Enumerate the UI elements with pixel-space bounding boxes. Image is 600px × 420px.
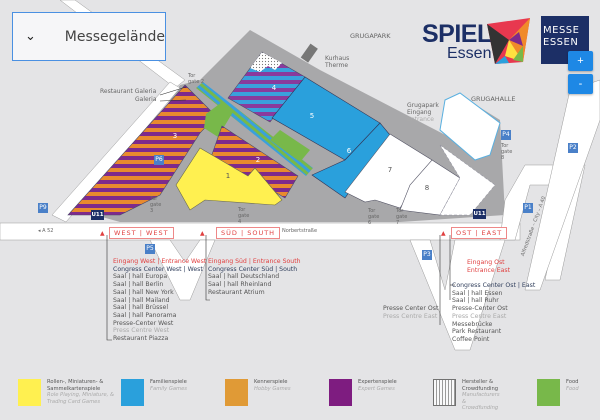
hall-8[interactable] xyxy=(399,159,461,216)
grugahalle-building[interactable] xyxy=(439,92,501,161)
road-east-v xyxy=(409,239,506,351)
food-area-2[interactable] xyxy=(270,130,310,162)
svg-text:▲: ▲ xyxy=(441,230,446,237)
u11-station-east[interactable]: U11 xyxy=(473,209,486,219)
svg-text:3: 3 xyxy=(173,132,177,140)
label-grugapark: GRUGAPARK xyxy=(350,32,391,40)
svg-text:4: 4 xyxy=(272,84,277,92)
svg-text:1: 1 xyxy=(226,172,230,180)
kurhaus-building xyxy=(300,43,318,63)
label-a52: ◂ A 52 xyxy=(38,228,54,234)
svg-text:▲: ▲ xyxy=(200,230,205,237)
chevron-down-icon: ⌄ xyxy=(25,29,36,44)
zoom-in-button[interactable]: + xyxy=(568,51,593,71)
road-south-v xyxy=(149,239,216,301)
zoom-out-button[interactable]: - xyxy=(568,74,593,94)
gate-6: Tor gate 6 xyxy=(368,208,380,226)
parking-p1[interactable]: P1 xyxy=(523,203,533,213)
entrance-markers: ▲ ▲ ▲ xyxy=(100,230,446,237)
legend-role-playing: Rollen-, Miniaturen- & Sammelkartenspiel… xyxy=(18,379,117,406)
gate-7: Tor gate 7 xyxy=(396,208,408,226)
gate-8: Tor gate 8 xyxy=(501,143,513,161)
u11-station-west[interactable]: U11 xyxy=(91,210,104,220)
spiel-essen-logo: SPIEL Essen xyxy=(422,20,492,62)
spiel-logo-icon xyxy=(487,18,530,64)
parking-p5[interactable]: P5 xyxy=(145,244,155,254)
leader-lines xyxy=(106,86,455,341)
svg-text:6: 6 xyxy=(347,147,352,155)
label-galeria: Galeria xyxy=(135,96,157,103)
svg-text:7: 7 xyxy=(388,166,392,174)
gate-4: Tor gate 4 xyxy=(238,207,250,225)
svg-text:5: 5 xyxy=(310,112,314,120)
entrance-south[interactable]: SÜD | SOUTH xyxy=(216,227,281,239)
parking-p2[interactable]: P2 xyxy=(568,143,578,153)
gate-3: Tor gate 3 xyxy=(150,196,162,214)
food-area[interactable] xyxy=(204,102,233,137)
entrance-east[interactable]: OST | EAST xyxy=(451,227,508,239)
crowdfunding-area[interactable] xyxy=(250,52,282,72)
label-restaurant-galeria: Restaurant Galeria xyxy=(100,88,157,95)
svg-text:▲: ▲ xyxy=(100,230,105,237)
area-dropdown[interactable]: ⌄ Messegelände xyxy=(12,12,166,61)
parking-p3[interactable]: P3 xyxy=(422,250,432,260)
road-west-access xyxy=(51,81,181,223)
parking-p4[interactable]: P4 xyxy=(501,130,511,140)
road-a40 xyxy=(524,79,600,291)
label-grugahalle: GRUGAHALLE xyxy=(471,95,516,103)
entrance-west[interactable]: WEST | WEST xyxy=(109,227,174,239)
hall-numbers: 3 2 1 4 5 6 7 8 xyxy=(173,84,429,192)
svg-text:2: 2 xyxy=(256,156,260,164)
hall-1[interactable] xyxy=(175,147,283,211)
parking-p6[interactable]: P6 xyxy=(154,155,164,165)
label-norbertstrasse: Norbertstraße xyxy=(282,228,318,234)
dropdown-label: Messegelände xyxy=(64,28,165,45)
parking-p9[interactable]: P9 xyxy=(38,203,48,213)
gate-2: Tor gate 2 xyxy=(188,73,205,85)
hall-9-area xyxy=(439,144,496,216)
svg-text:8: 8 xyxy=(425,184,429,192)
